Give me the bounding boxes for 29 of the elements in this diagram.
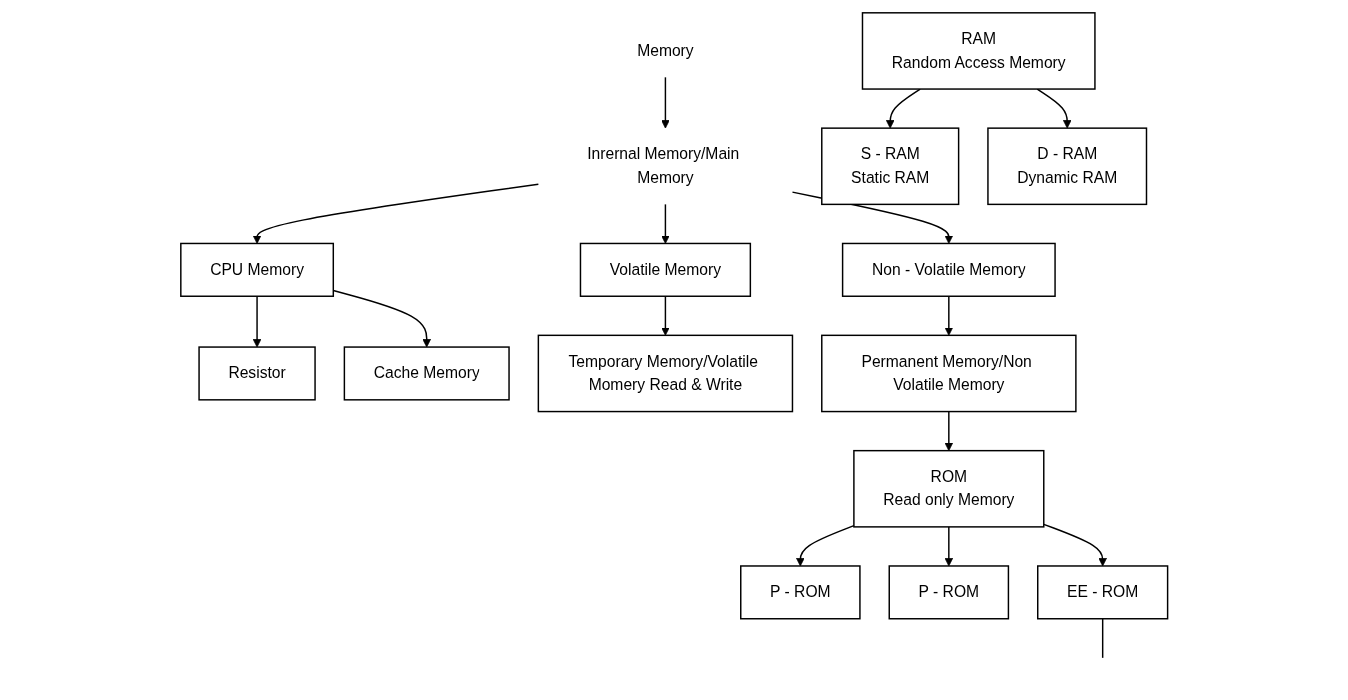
arrow — [252, 295, 262, 348]
node-box: Volatile Memory — [579, 242, 751, 297]
node-box: S - RAM Static RAM — [820, 127, 960, 206]
arrow — [944, 410, 953, 452]
node-box: P - ROM — [888, 565, 1009, 620]
node-text: Inrernal Memory/Main Memory — [586, 145, 740, 186]
node-box: D - RAM Dynamic RAM — [987, 127, 1147, 206]
node-box: RAM Random Access Memory — [861, 12, 1096, 90]
arrow — [252, 183, 539, 244]
node-box: CPU Memory — [179, 242, 334, 297]
arrow — [795, 524, 855, 567]
arrow — [1036, 88, 1072, 129]
node-box: P - ROM — [739, 565, 861, 620]
node-box: ROM Read only Memory — [852, 449, 1045, 528]
arrow — [660, 295, 670, 336]
arrow — [944, 295, 953, 336]
node-box: Non - Volatile Memory — [841, 242, 1056, 297]
node-box: EE - ROM — [1036, 565, 1169, 620]
node-box: Temporary Memory/Volatile Momery Read & Write — [537, 334, 793, 413]
arrow — [944, 526, 953, 567]
arrow — [1042, 523, 1107, 567]
node-text: Memory — [636, 42, 694, 59]
arrow — [660, 76, 670, 129]
arrow — [660, 203, 670, 244]
arrow — [885, 88, 921, 129]
connector — [1101, 618, 1104, 659]
node-box: Cache Memory — [343, 346, 510, 401]
node-box: Permanent Memory/Non Volatile Memory — [820, 334, 1077, 413]
node-box: Resistor — [198, 346, 316, 401]
